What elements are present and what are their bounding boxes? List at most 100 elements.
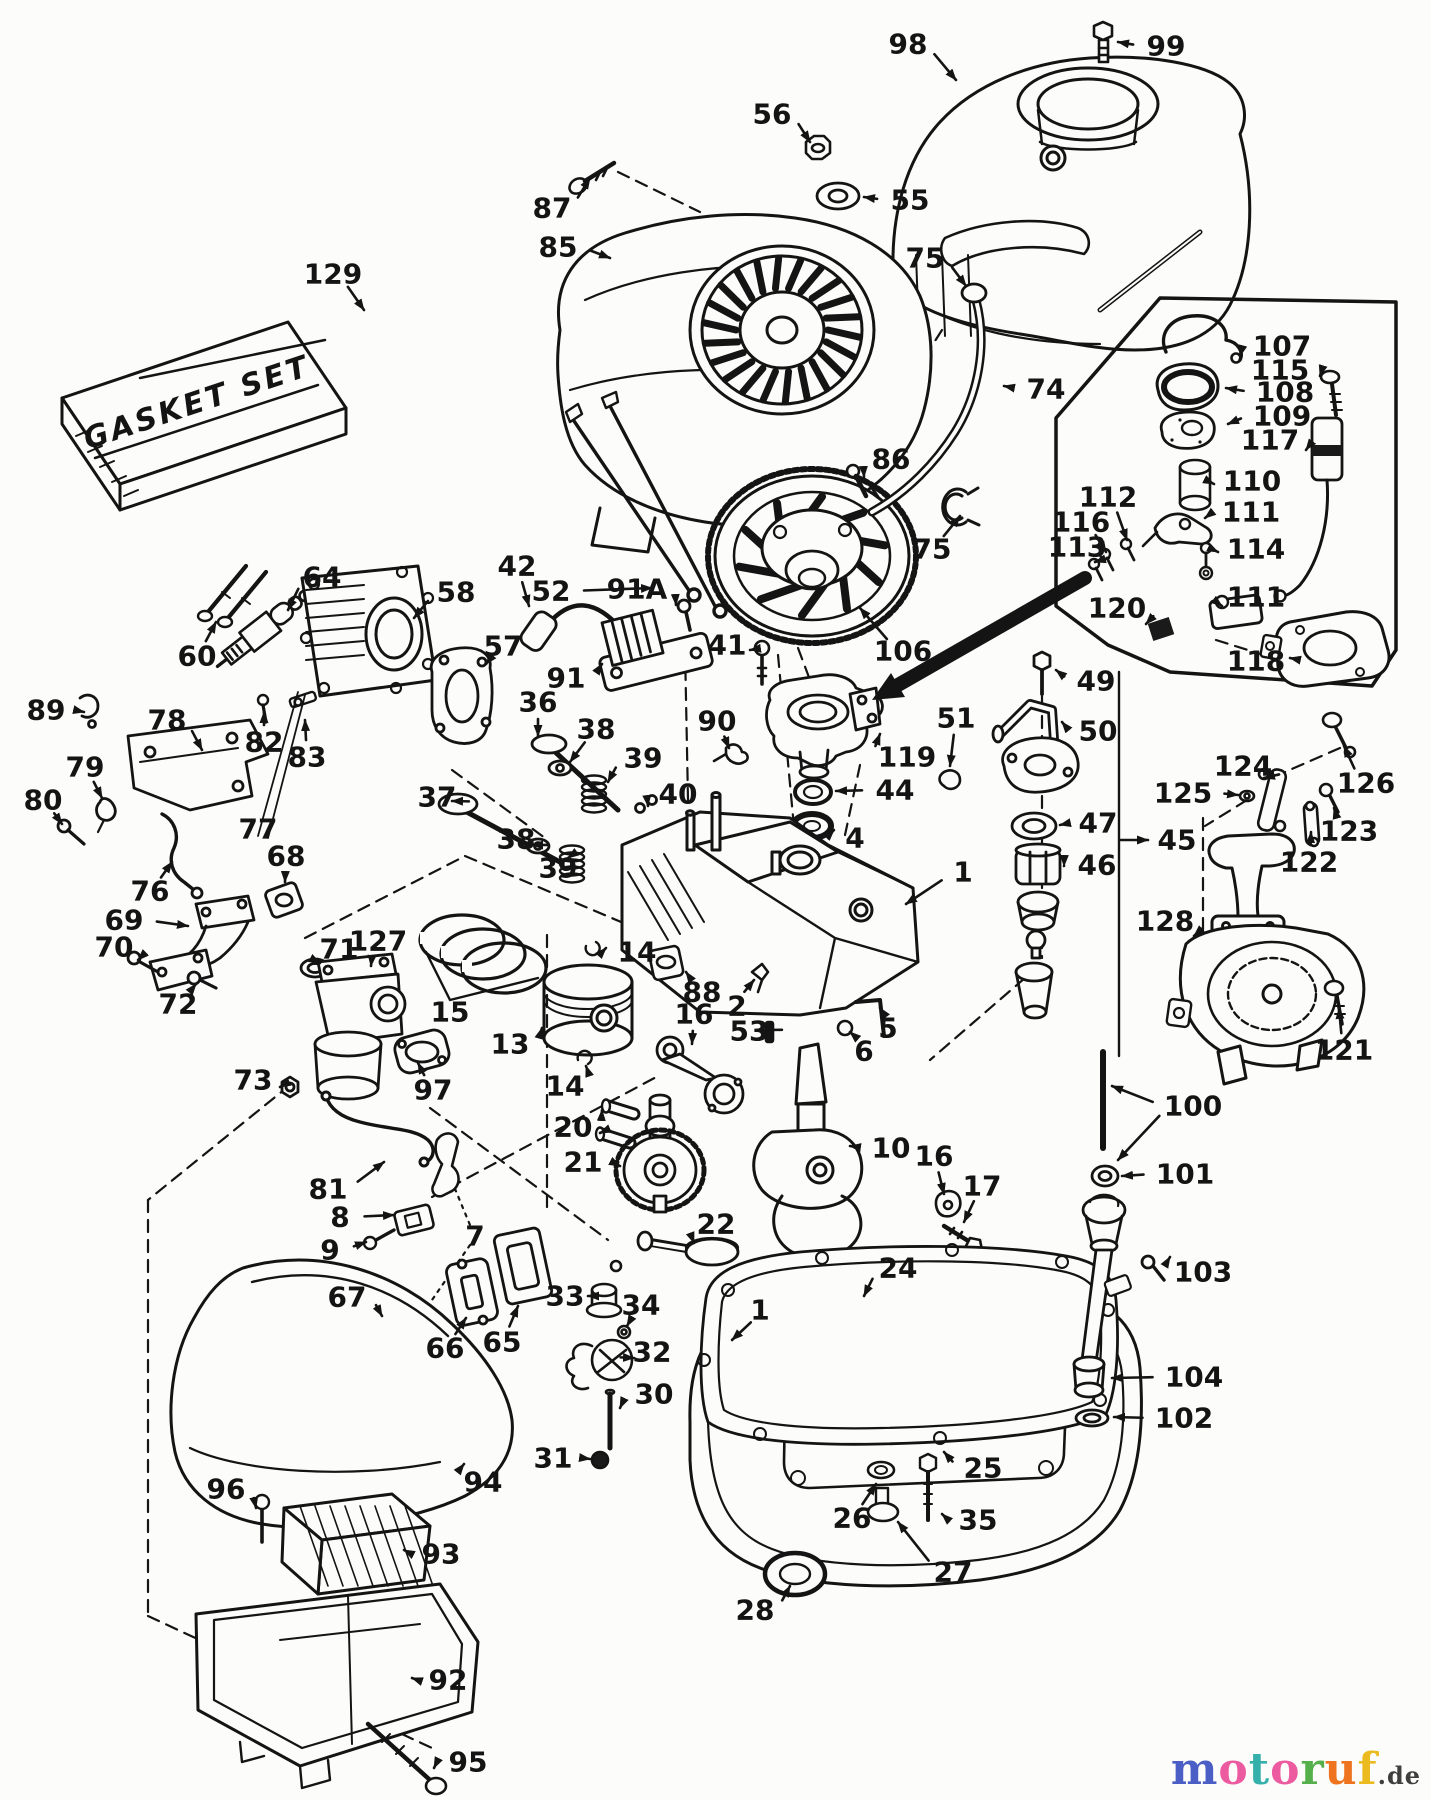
part-label-115: 115 [1251, 354, 1309, 387]
part-label-95: 95 [449, 1746, 488, 1779]
part-label-35: 35 [959, 1504, 998, 1537]
leader-line [720, 735, 731, 750]
key-86-drawing [845, 463, 869, 499]
leader-line [1094, 533, 1108, 554]
leader-line [1318, 364, 1328, 378]
part-label-55: 55 [891, 184, 930, 217]
part-label-22: 22 [697, 1208, 736, 1241]
part-label-41: 41 [708, 629, 747, 662]
leader-line [670, 593, 680, 607]
leader-line [1112, 1412, 1144, 1422]
cylinder-block-drawing [620, 791, 920, 1017]
part-label-36: 36 [519, 686, 558, 719]
part-label-65: 65 [483, 1326, 522, 1359]
leader-line [1210, 595, 1224, 608]
leader-line [584, 1064, 594, 1078]
leader-line [834, 786, 864, 796]
leader-line [1238, 344, 1248, 358]
leader-line [1093, 554, 1111, 564]
leader-line [578, 1453, 592, 1462]
fuel-line-74-drawing [867, 282, 988, 517]
part-label-8: 8 [330, 1201, 349, 1234]
leader-line [367, 954, 377, 968]
part-label-49: 49 [1077, 665, 1116, 698]
leader-line [582, 583, 654, 593]
leader-line [942, 1450, 955, 1464]
part-label-112: 112 [1079, 481, 1137, 514]
motoruf-watermark[interactable]: motoruf.de [1171, 1748, 1421, 1792]
cylinder-head-drawing [299, 564, 438, 698]
leader-line [780, 1584, 792, 1602]
part-label-2: 2 [727, 990, 746, 1023]
leader-line [363, 1211, 396, 1221]
leader-line [1160, 1255, 1172, 1269]
tank-bolt-99-drawing [1092, 20, 1114, 64]
leader-line [688, 1029, 698, 1046]
part-label-118: 118 [1227, 645, 1285, 678]
leader-line [871, 732, 882, 748]
leader-line [619, 1352, 636, 1362]
sump-hardware-drawing [762, 1452, 938, 1598]
governor-bracket-drawing [56, 691, 306, 919]
part-label-1: 1 [750, 1294, 769, 1327]
leader-line [1203, 507, 1217, 520]
clamp-16-bolt-17-drawing [934, 1189, 984, 1254]
part-label-77: 77 [239, 813, 278, 846]
part-label-57: 57 [484, 630, 523, 663]
part-label-110: 110 [1223, 465, 1281, 498]
part-label-117: 117 [1241, 424, 1299, 457]
motoruf-domain-suffix: .de [1377, 1761, 1421, 1790]
head-gasket-57-drawing [429, 646, 494, 745]
leader-line [1054, 668, 1068, 681]
part-label-50: 50 [1079, 715, 1118, 748]
valves-springs-drawing [437, 733, 658, 884]
part-label-37: 37 [418, 781, 457, 814]
tappet-22-drawing [636, 1230, 740, 1267]
part-label-69: 69 [105, 904, 144, 937]
part-label-51: 51 [937, 702, 976, 735]
leader-line [933, 52, 958, 82]
part-label-39: 39 [624, 742, 663, 775]
part-label-5: 5 [878, 1012, 897, 1045]
leader-line [136, 949, 150, 962]
part-label-86: 86 [872, 443, 911, 476]
leader-line [596, 1108, 606, 1122]
part-label-109: 109 [1253, 400, 1311, 433]
leader-line [797, 122, 812, 144]
gasket-set-drawing: GASKET SET [60, 320, 348, 512]
inset-pointer-arrow [872, 571, 1092, 700]
head-bolts-60-drawing [196, 563, 269, 629]
leader-line [534, 1026, 544, 1040]
leader-line [1223, 789, 1240, 799]
leader-line [858, 606, 889, 641]
leader-line [606, 766, 618, 784]
plate-88-drawing [648, 944, 685, 982]
leader-line [484, 652, 497, 666]
part-label-93: 93 [422, 1538, 461, 1571]
leader-line [1115, 511, 1129, 542]
recoil-starter-drawing [1165, 832, 1366, 1086]
part-label-56: 56 [753, 98, 792, 131]
leader-line [301, 718, 311, 742]
part-label-20: 20 [554, 1111, 593, 1144]
leader-line [155, 920, 190, 929]
part-label-82: 82 [245, 726, 284, 759]
air-cleaner-drawing [169, 1090, 514, 1796]
part-label-125: 125 [1154, 777, 1212, 810]
leader-line [508, 1304, 520, 1328]
governor-rods-drawing [564, 229, 1203, 619]
leader-line [1288, 655, 1302, 665]
leader-line [823, 828, 836, 842]
clamp-75-drawing [941, 486, 981, 527]
leader-line [1192, 925, 1206, 938]
reed-plate-drawing [379, 1226, 554, 1329]
leader-line [588, 249, 612, 260]
part-label-16: 16 [915, 1140, 954, 1173]
part-label-68: 68 [267, 840, 306, 873]
part-label-53: 53 [730, 1015, 769, 1048]
breather-stack-drawing [991, 650, 1148, 1058]
leader-line [848, 1030, 862, 1043]
part-label-4: 4 [845, 822, 864, 855]
leader-line [896, 1520, 930, 1562]
part-label-101: 101 [1156, 1158, 1214, 1191]
